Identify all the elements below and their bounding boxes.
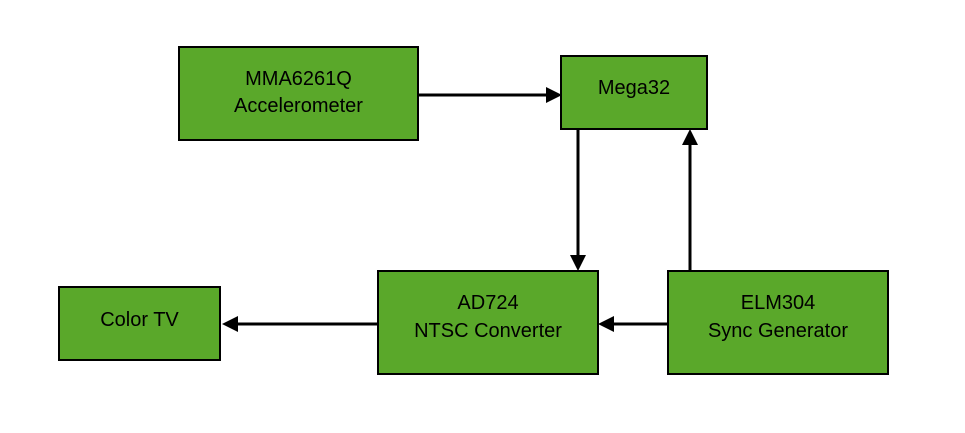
block-accelerometer-box	[178, 46, 419, 141]
block-elm304-box	[667, 270, 889, 375]
block-mega32-label: Mega32	[598, 77, 670, 99]
block-accelerometer-label-line2: Accelerometer	[234, 95, 363, 117]
block-color-tv-box	[58, 286, 221, 361]
block-ad724: AD724 NTSC Converter	[377, 270, 599, 375]
block-elm304: ELM304 Sync Generator	[667, 270, 889, 375]
arrowhead-right	[546, 87, 562, 103]
arrowhead-left	[598, 316, 614, 332]
block-mega32: Mega32	[560, 55, 708, 130]
block-elm304-label-line2: Sync Generator	[708, 320, 848, 342]
block-color-tv-label: Color TV	[100, 309, 179, 331]
block-mega32-box	[560, 55, 708, 130]
connectors	[222, 87, 698, 332]
arrowhead-left	[222, 316, 238, 332]
block-ad724-label-line2: NTSC Converter	[414, 320, 562, 342]
arrowhead-down	[570, 255, 586, 271]
arrowhead-up	[682, 129, 698, 145]
block-ad724-box	[377, 270, 599, 375]
block-color-tv: Color TV	[58, 286, 221, 361]
block-ad724-label-line1: AD724	[457, 292, 518, 314]
block-accelerometer-label-line1: MMA6261Q	[245, 68, 352, 90]
block-elm304-label-line1: ELM304	[741, 292, 816, 314]
block-accelerometer: MMA6261Q Accelerometer	[178, 46, 419, 141]
